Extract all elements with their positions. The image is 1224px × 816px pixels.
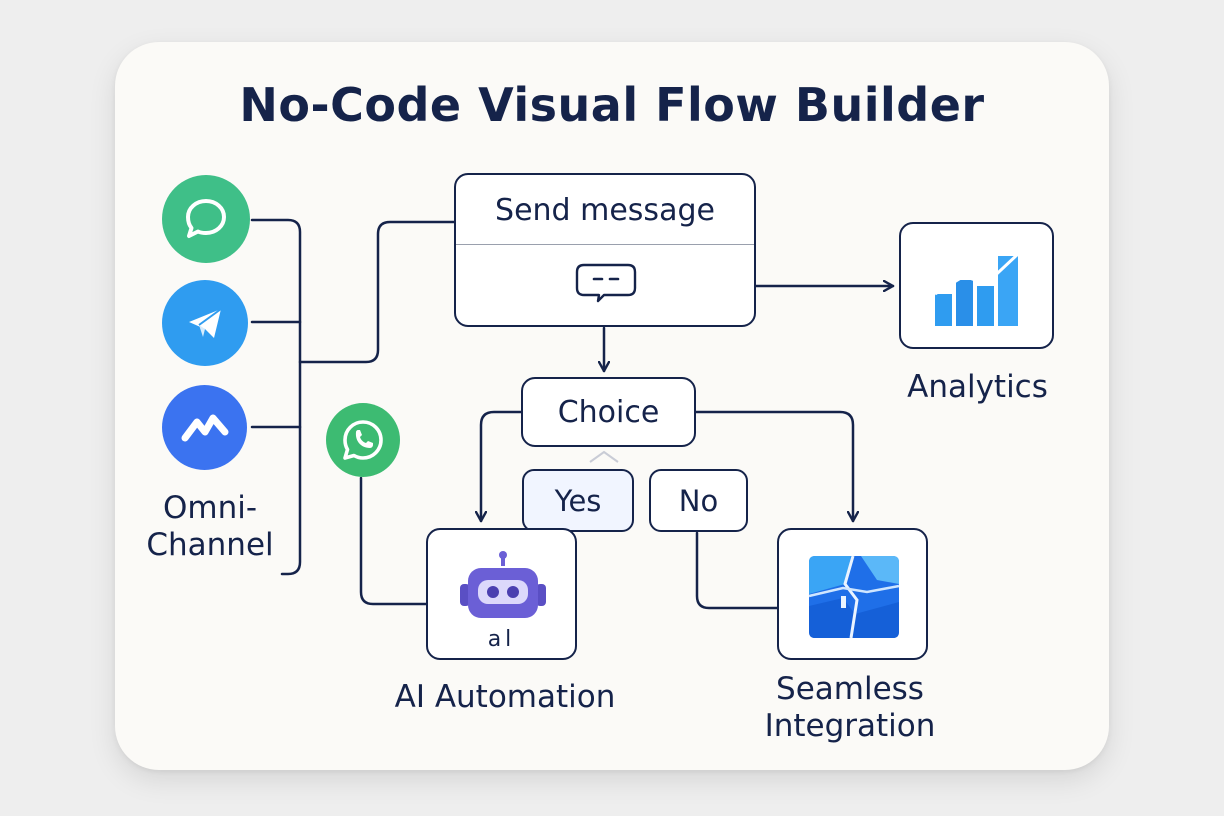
page-title: No-Code Visual Flow Builder (239, 78, 985, 132)
integration-caption-line1: Seamless (776, 671, 924, 707)
omni-caption-line2: Channel (146, 527, 274, 563)
integration-caption-line2: Integration (764, 708, 936, 744)
choice-to-ai-arrow (481, 410, 523, 523)
ai-automation-node[interactable]: al (426, 528, 577, 660)
message-bubble-icon (572, 261, 640, 307)
analytics-node[interactable] (899, 222, 1054, 349)
yes-label: Yes (554, 483, 602, 518)
no-label: No (678, 483, 719, 518)
ai-badge-label: al (487, 626, 516, 652)
analytics-caption: Analytics (907, 369, 1048, 405)
integration-icon (807, 554, 901, 640)
seamless-integration-node[interactable] (777, 528, 928, 660)
choice-label: Choice (557, 394, 660, 430)
no-option[interactable]: No (649, 469, 748, 532)
ai-automation-caption: AI Automation (394, 679, 616, 715)
paper-plane-icon (162, 280, 248, 366)
robot-icon (458, 550, 548, 630)
whatsapp-to-ai-line (359, 476, 429, 606)
channel-bracket-line (250, 218, 302, 576)
chat-bubble-icon (162, 175, 250, 263)
choice-to-integration-arrow (694, 410, 853, 523)
whatsapp-icon (326, 403, 400, 477)
omni-channel-caption: Omni- Channel (130, 490, 290, 564)
choice-node[interactable]: Choice (521, 377, 696, 447)
send-message-node[interactable]: Send message (454, 173, 756, 327)
omni-caption-line1: Omni- (162, 490, 258, 526)
bar-chart-icon (931, 250, 1025, 330)
no-to-integration-line (695, 531, 779, 610)
yes-option[interactable]: Yes (522, 469, 634, 532)
messenger-icon (162, 385, 247, 470)
integration-caption: Seamless Integration (735, 671, 965, 745)
send-message-label: Send message (495, 192, 715, 228)
node-divider (456, 244, 754, 245)
bracket-to-send-line (298, 220, 457, 364)
